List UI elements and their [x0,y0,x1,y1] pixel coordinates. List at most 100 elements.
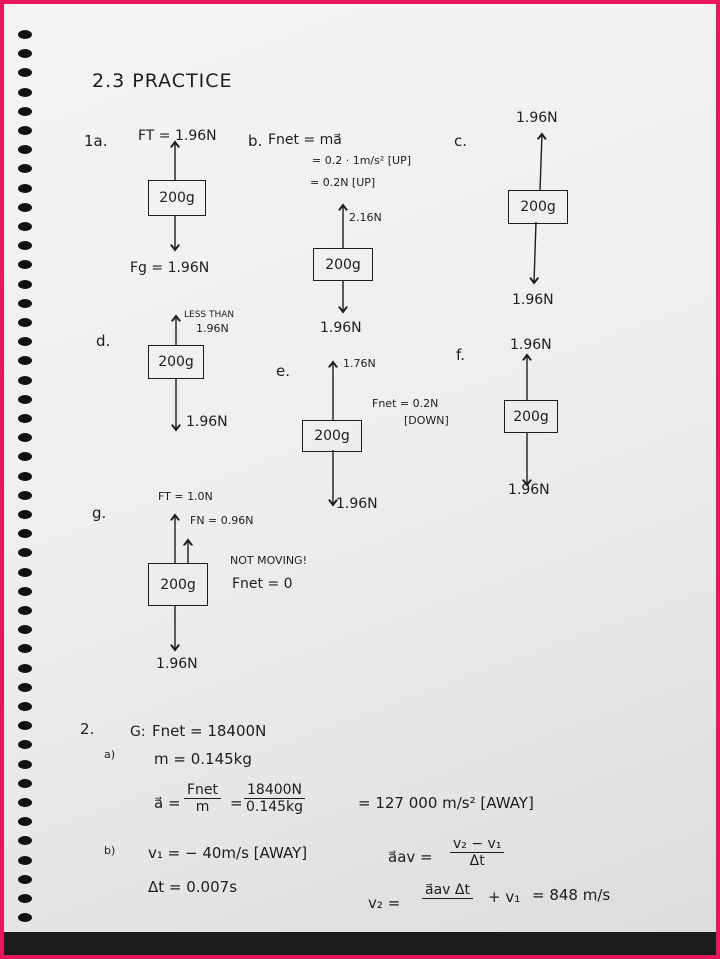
e-mass-box: 200g [302,420,362,452]
spiral-ring [18,567,32,577]
spiral-ring [18,356,32,366]
spiral-ring [18,87,32,97]
g-tension: FT = 1.0N [158,490,213,503]
e-net-line1: Fnet = 0.2N [372,397,439,410]
label-1a: 1a. [84,132,108,150]
e-down-force: 1.96N [336,496,378,512]
given-label: G: [130,724,146,740]
given-fnet: Fnet = 18400N [152,722,267,740]
spiral-ring [18,202,32,212]
part-b-label: b) [104,844,116,857]
final-velocity-fraction: a⃗av Δt [422,882,473,915]
final-velocity-lhs: v₂ = [368,894,401,912]
notebook-page: 2.3 PRACTICE 1a. FT = 1.96N 200g Fg = 1.… [4,4,716,932]
spiral-ring [18,855,32,865]
spiral-ring [18,471,32,481]
e-up-force: 1.76N [343,357,376,370]
initial-velocity: v₁ = − 40m/s [AWAY] [148,844,308,862]
label-1d: d. [96,332,111,350]
label-1c: c. [454,132,468,150]
accel-result: = 127 000 m/s² [AWAY] [358,794,534,812]
spiral-ring [18,298,32,308]
spiral-ring [18,241,32,251]
b-mass-box: 200g [313,248,373,281]
f-down-force: 1.96N [508,482,550,498]
spiral-ring [18,913,32,923]
spiral-ring [18,164,32,174]
b-eq2: = 0.2 · 1m/s² [UP] [312,154,412,167]
spiral-ring [18,702,32,711]
spiral-ring [18,817,32,827]
arrow-c-down [534,221,536,283]
label-q2: 2. [80,720,95,738]
a-gravity: Fg = 1.96N [130,260,210,276]
b-down-force: 1.96N [320,320,362,336]
spiral-ring [18,529,32,539]
c-down-force: 1.96N [512,292,554,308]
spiral-ring [18,510,32,519]
spiral-ring [18,260,32,270]
spiral-ring [18,836,32,846]
label-1b: b. [248,132,263,150]
spiral-ring [18,625,32,635]
photo-frame: 2.3 PRACTICE 1a. FT = 1.96N 200g Fg = 1.… [4,4,716,955]
spiral-ring [18,778,32,788]
arrow-c-up [540,134,542,191]
a-mass-box: 200g [148,180,206,216]
accel-value-denominator: 0.145kg [245,799,304,815]
spiral-ring [18,375,32,385]
spiral-ring [18,740,32,750]
spiral-ring [18,337,32,347]
spiral-ring [18,394,32,404]
d-up-force-line2: 1.96N [196,322,229,335]
spiral-ring [18,548,32,558]
g-normal: FN = 0.96N [190,514,254,527]
accel-value-fraction: 18400N 0.145kg [244,782,306,815]
c-mass-box: 200g [508,190,568,224]
spiral-ring [18,30,32,39]
d-down-force: 1.96N [186,414,228,430]
e-net-line2: [DOWN] [404,414,449,427]
avg-accel-lhs: a⃗av = [388,848,433,866]
f-up-force: 1.96N [510,337,552,353]
label-1f: f. [456,346,465,364]
a-tension: FT = 1.96N [138,128,217,144]
accel-fraction: Fnet m [184,782,222,815]
given-mass: m = 0.145kg [154,750,252,768]
c-up-force: 1.96N [516,110,558,126]
spiral-ring [18,606,32,615]
spiral-ring [18,663,32,673]
spiral-ring [18,452,32,462]
spiral-ring [18,721,32,731]
accel-denominator: m [195,799,210,815]
accel-equals: = [230,794,243,812]
spiral-ring [18,894,32,903]
avg-accel-numerator: v₂ − v₁ [450,836,505,853]
g-note1: NOT MOVING! [230,554,307,567]
f-mass-box: 200g [504,400,558,433]
g-mass-box: 200g [148,563,208,606]
spiral-ring [18,145,32,155]
avg-accel-fraction: v₂ − v₁ Δt [450,836,505,869]
spiral-ring [18,798,32,807]
b-eq3: = 0.2N [UP] [310,176,376,189]
final-velocity-plus: + v₁ [488,888,521,906]
spiral-ring [18,222,32,231]
final-velocity-result: = 848 m/s [532,886,611,904]
accel-numerator: Fnet [184,782,222,799]
spiral-ring [18,49,32,59]
spiral-ring [18,874,32,884]
spiral-ring [18,759,32,769]
d-up-force-line1: LESS THAN [184,310,235,320]
spiral-ring [18,279,32,289]
avg-accel-denominator: Δt [469,853,485,869]
spiral-ring [18,183,32,193]
page-title: 2.3 PRACTICE [92,70,233,92]
spiral-ring [18,68,32,78]
spiral-ring [18,414,32,423]
d-mass-box: 200g [148,345,204,379]
part-a-label: a) [104,748,116,761]
b-up-force: 2.16N [349,211,382,224]
force-arrows [4,4,716,932]
label-1g: g. [92,504,107,522]
